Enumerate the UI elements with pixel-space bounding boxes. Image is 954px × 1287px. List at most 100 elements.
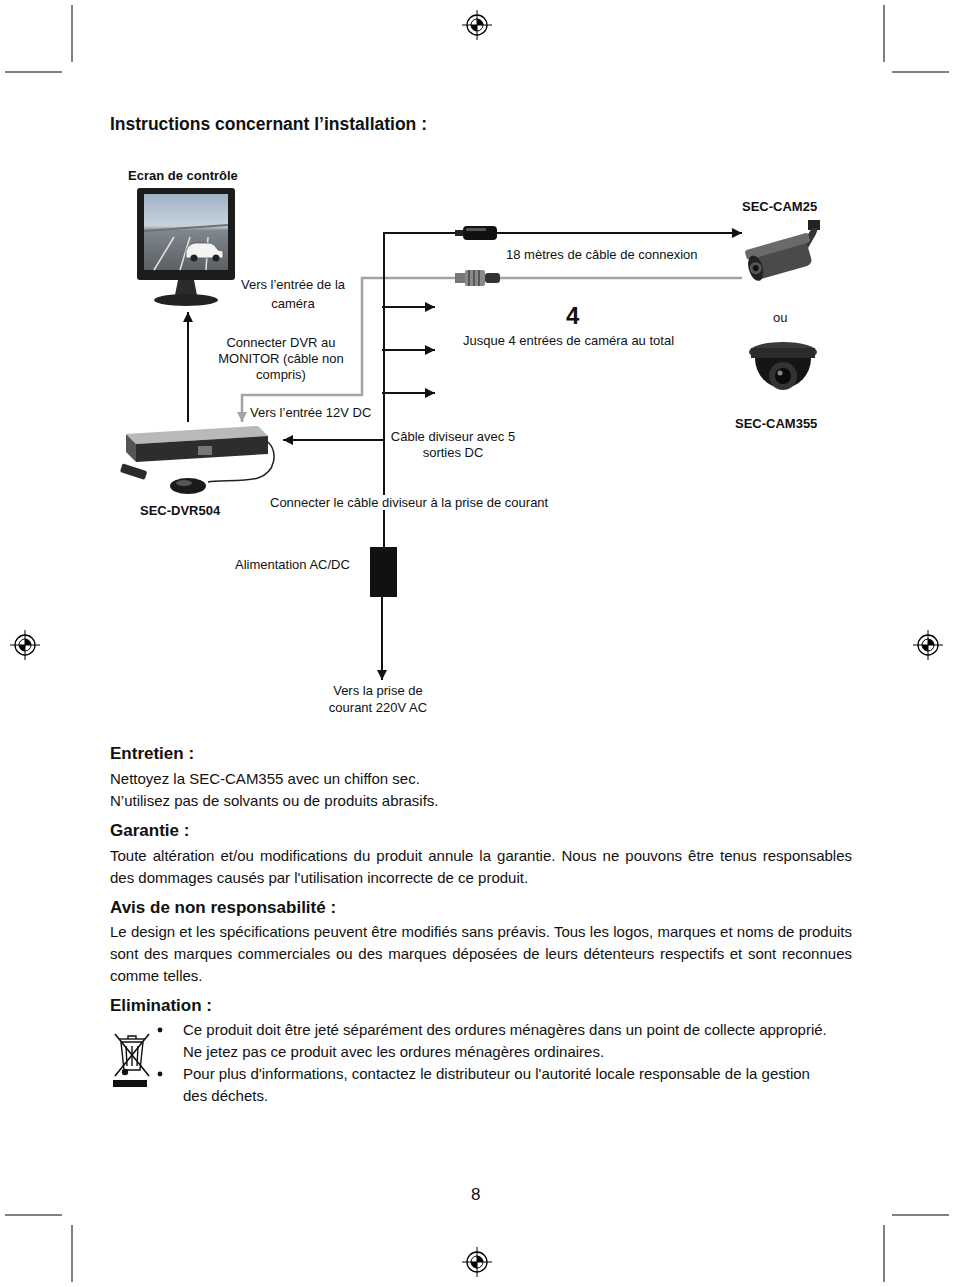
illustration-part <box>467 1252 487 1272</box>
illustration-part <box>462 10 492 40</box>
node-label: SEC-CAM355 <box>735 416 830 431</box>
node-label: Ecran de contrôle <box>128 168 248 183</box>
illustration-part <box>744 232 817 282</box>
illustration-part <box>126 434 136 462</box>
node-label: SEC-DVR504 <box>140 503 283 518</box>
illustration-part <box>462 1262 492 1263</box>
callout-text: Vers l’entrée 12V DC <box>250 405 371 420</box>
illustration-part <box>471 1256 483 1268</box>
illustration-part <box>478 270 480 286</box>
illustration-part <box>455 273 465 283</box>
illustration-part <box>191 255 198 262</box>
illustration-part <box>128 1036 136 1039</box>
illustration-part <box>137 1046 138 1066</box>
illustration-part <box>15 635 35 655</box>
illustration-part <box>892 1215 949 1216</box>
illustration-part <box>477 10 478 40</box>
bullet-camera-node: SEC-CAM25 <box>742 199 830 294</box>
weee-bin-icon <box>113 1034 149 1087</box>
illustration-part <box>113 1080 147 1087</box>
illustration-part <box>5 1215 62 1216</box>
illustration-part <box>198 446 212 455</box>
illustration-part <box>382 306 435 308</box>
illustration-part <box>884 1225 885 1282</box>
bullet <box>158 1072 163 1077</box>
node-label: Alimentation AC/DC <box>235 557 350 572</box>
connector <box>283 440 384 547</box>
callout-text: Jusque 4 entrées de caméra au total <box>463 333 674 348</box>
illustration-part <box>121 1042 143 1070</box>
illustration-part <box>120 463 148 480</box>
illustration-part <box>463 226 497 240</box>
illustration-part <box>775 368 791 384</box>
page-number: 8 <box>471 1185 480 1205</box>
node-label: SEC-CAM25 <box>742 199 830 214</box>
illustration-part <box>922 645 928 651</box>
illustration-part <box>769 362 797 390</box>
callout-text: Vers la prise de courant 220V AC <box>316 682 440 716</box>
splitter-outputs <box>382 307 435 680</box>
illustration-part <box>131 1046 132 1066</box>
illustration-part <box>170 478 206 494</box>
illustration-part <box>19 639 31 651</box>
illustration-part <box>485 273 500 283</box>
section-heading: Entretien : <box>110 744 194 764</box>
illustration-part <box>10 645 40 646</box>
illustration-part <box>745 254 766 283</box>
illustration-part <box>477 19 483 25</box>
illustration-part <box>455 230 464 236</box>
illustration-part <box>123 1070 128 1075</box>
device-illustration <box>118 422 283 497</box>
section-heading: Avis de non responsabilité : <box>110 898 336 918</box>
illustration-part <box>462 25 492 26</box>
illustration-part <box>884 5 885 62</box>
illustration-part <box>748 261 763 276</box>
illustration-part <box>913 645 943 646</box>
illustration-part <box>25 630 26 660</box>
illustration-part <box>928 639 934 645</box>
section-heading: Elimination : <box>110 996 212 1016</box>
device-illustration <box>136 187 236 309</box>
illustration-part <box>72 1225 73 1282</box>
illustration-part <box>477 1256 483 1262</box>
illustration-part <box>208 442 274 482</box>
body-text: Le design et les spécifications peuvent … <box>110 921 852 987</box>
illustration-part <box>752 264 759 271</box>
illustration-part <box>462 1247 492 1277</box>
power-brick-body <box>370 547 397 597</box>
illustration-part <box>144 194 228 270</box>
illustration-part <box>918 635 938 655</box>
illustration-part <box>913 630 943 660</box>
dc-plug <box>455 226 497 240</box>
callout-text: Vers l’entrée de la caméra <box>232 275 354 313</box>
illustration-part <box>119 1038 145 1039</box>
illustration-part <box>115 1034 149 1076</box>
illustration-part <box>25 639 31 645</box>
illustration-part <box>466 228 486 231</box>
illustration-part <box>137 188 235 280</box>
illustration-part <box>154 294 218 306</box>
dome-camera-node: SEC-CAM355 <box>735 338 830 431</box>
or-text: ou <box>773 310 787 325</box>
illustration-part <box>477 1247 478 1277</box>
illustration-part <box>19 645 25 651</box>
illustration-part <box>922 639 934 651</box>
power-node: Alimentation AC/DC <box>232 545 400 597</box>
callout-text: Connecter le câble diviseur à la prise d… <box>268 495 550 510</box>
illustration-part <box>382 392 435 394</box>
illustration-part <box>120 463 148 480</box>
bullet-text: Ce produit doit être jeté séparément des… <box>183 1019 828 1063</box>
illustration-part <box>778 371 783 376</box>
bullet-text: Pour plus d'informations, contactez le d… <box>183 1063 828 1107</box>
section-heading: Garantie : <box>110 821 189 841</box>
illustration-part <box>892 72 949 73</box>
monitor-node: Ecran de contrôle <box>128 168 248 309</box>
illustration-part <box>175 280 197 295</box>
illustration-part <box>471 25 477 31</box>
illustration-part <box>467 15 487 35</box>
illustration-part <box>213 255 220 262</box>
callout-text: Câble diviseur avec 5 sorties DC <box>388 429 518 461</box>
cable-length: 18 mètres de câble de connexion <box>506 247 698 262</box>
body-text: Nettoyez la SEC-CAM355 avec un chiffon s… <box>110 770 420 787</box>
